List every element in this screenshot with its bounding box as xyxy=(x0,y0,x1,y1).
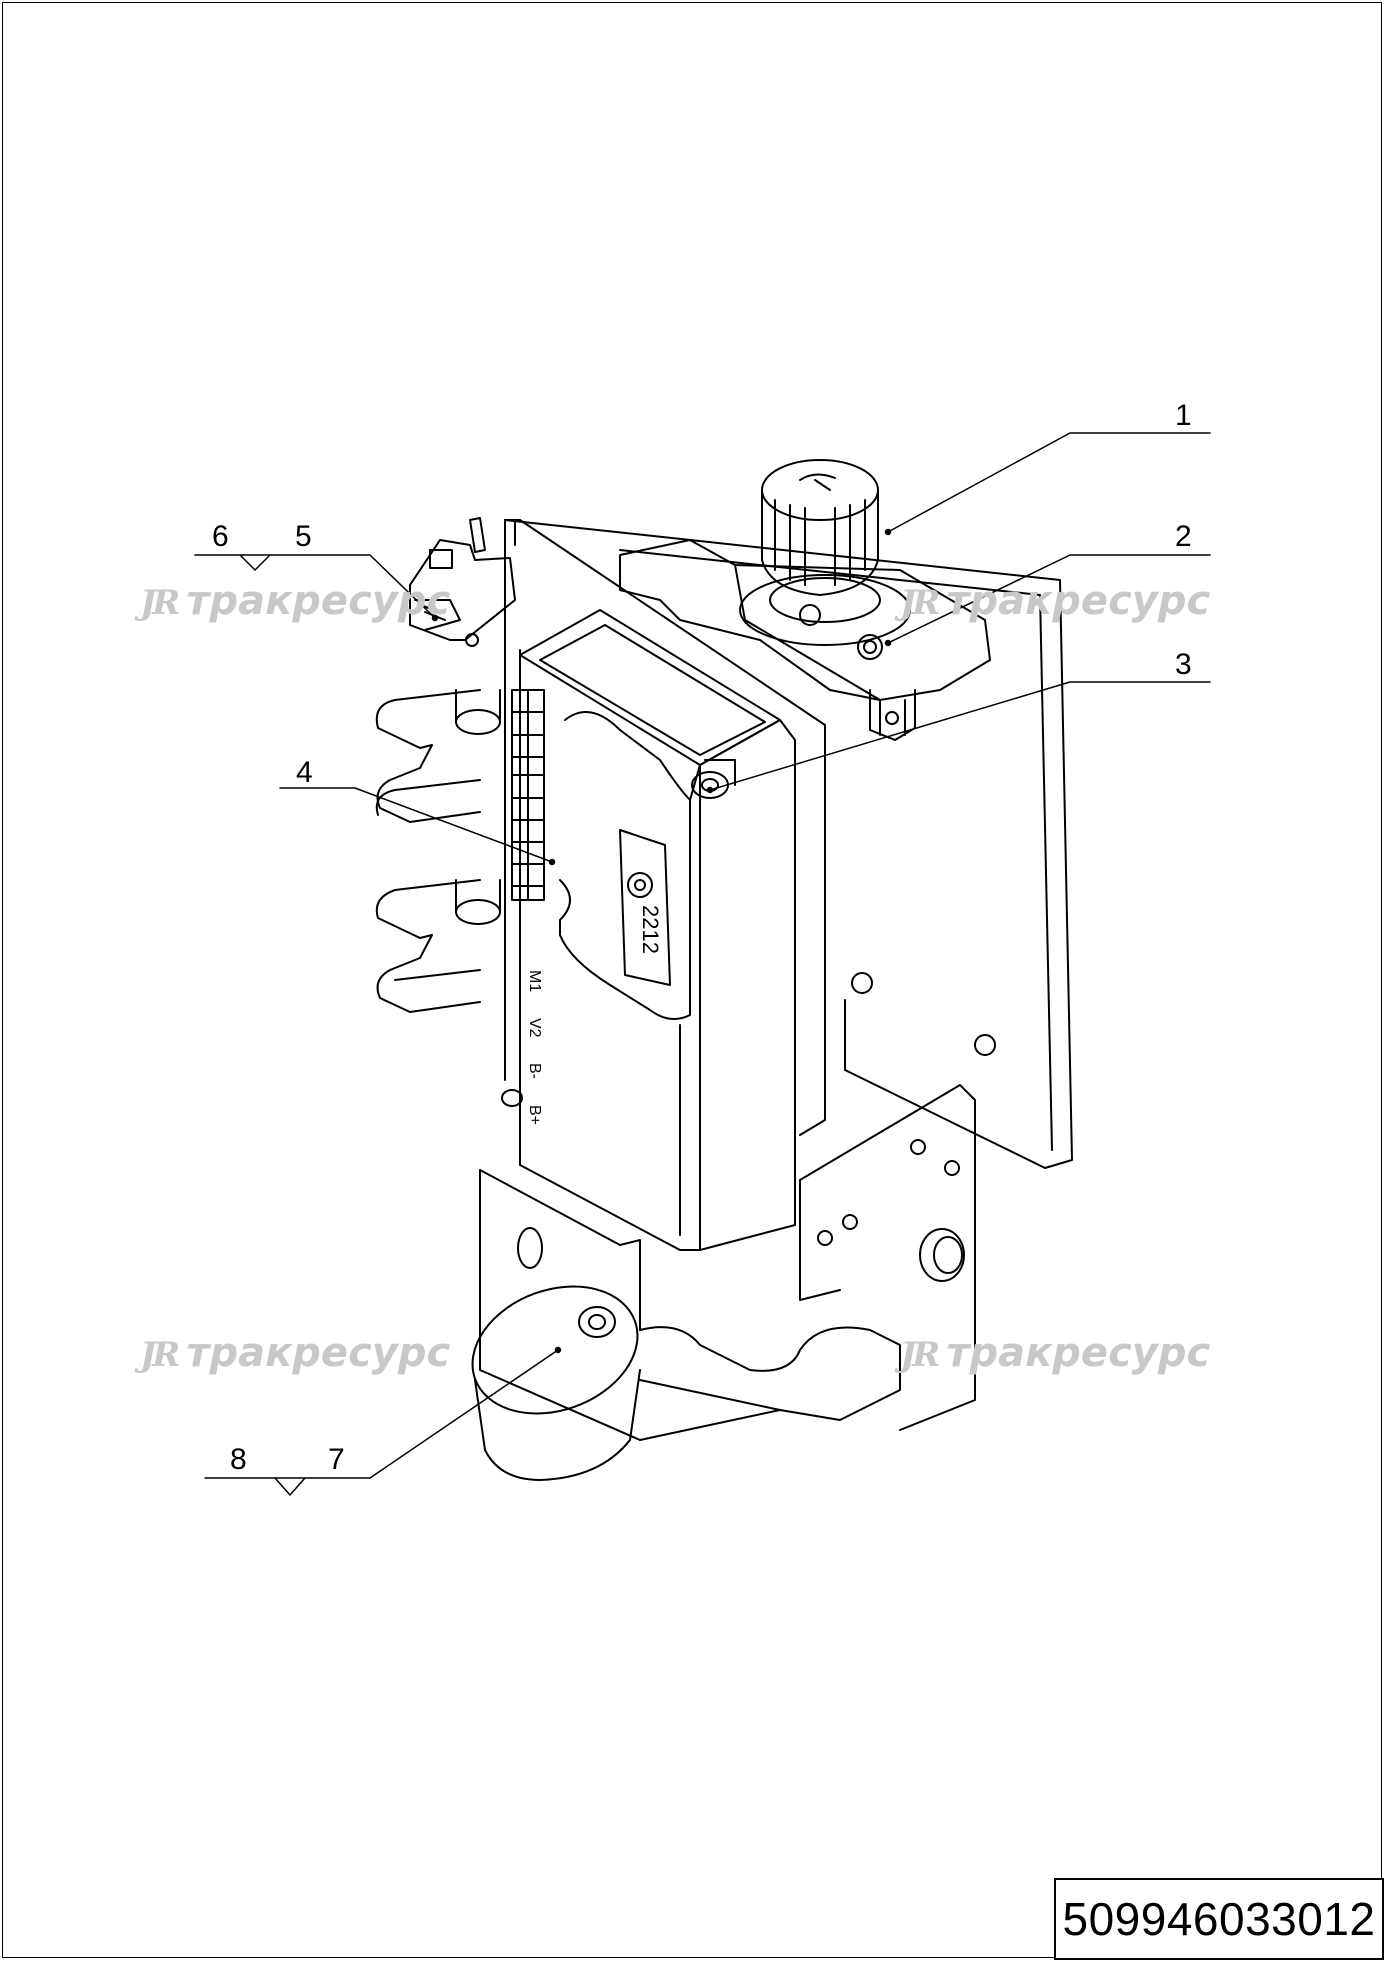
callout-7: 7 xyxy=(328,1443,345,1476)
terminal-label-b-minus: B- xyxy=(526,1063,543,1079)
watermark-text: тракресурс xyxy=(186,578,451,624)
watermark-logo: JR xyxy=(900,1335,940,1375)
terminal-label-m1: M1 xyxy=(526,970,543,992)
device-model-label: 2212 xyxy=(638,905,663,954)
callout-5: 5 xyxy=(295,520,312,553)
rotary-knob xyxy=(739,459,916,741)
watermark-logo: JR xyxy=(140,1335,180,1375)
watermark-text: тракресурс xyxy=(186,1330,451,1376)
callout-4: 4 xyxy=(296,756,313,789)
callout-6: 6 xyxy=(212,520,229,553)
buzzer xyxy=(471,1285,641,1481)
document-number-box: 509946033012 xyxy=(1054,1878,1384,1960)
document-number: 509946033012 xyxy=(1062,1893,1376,1945)
callout-1: 1 xyxy=(1175,399,1192,432)
watermark-text: тракресурс xyxy=(946,1330,1211,1376)
callout-leaders xyxy=(194,432,1211,1496)
callout-2: 2 xyxy=(1175,520,1192,553)
callout-numbers: 1 2 3 4 5 6 7 8 xyxy=(212,399,1192,1476)
knob-base-plate xyxy=(619,539,991,701)
device-markings: 2212 M1 V2 B- B+ xyxy=(526,905,663,1125)
callout-3: 3 xyxy=(1175,648,1192,681)
terminal-label-v2: V2 xyxy=(526,1018,543,1038)
terminal-label-b-plus: B+ xyxy=(526,1105,543,1125)
callout-8: 8 xyxy=(230,1443,247,1476)
watermark-text: тракресурс xyxy=(946,578,1211,624)
watermark-logo: JR xyxy=(140,583,180,623)
lower-bracket xyxy=(479,1084,976,1441)
watermark-logo: JR xyxy=(900,583,940,623)
